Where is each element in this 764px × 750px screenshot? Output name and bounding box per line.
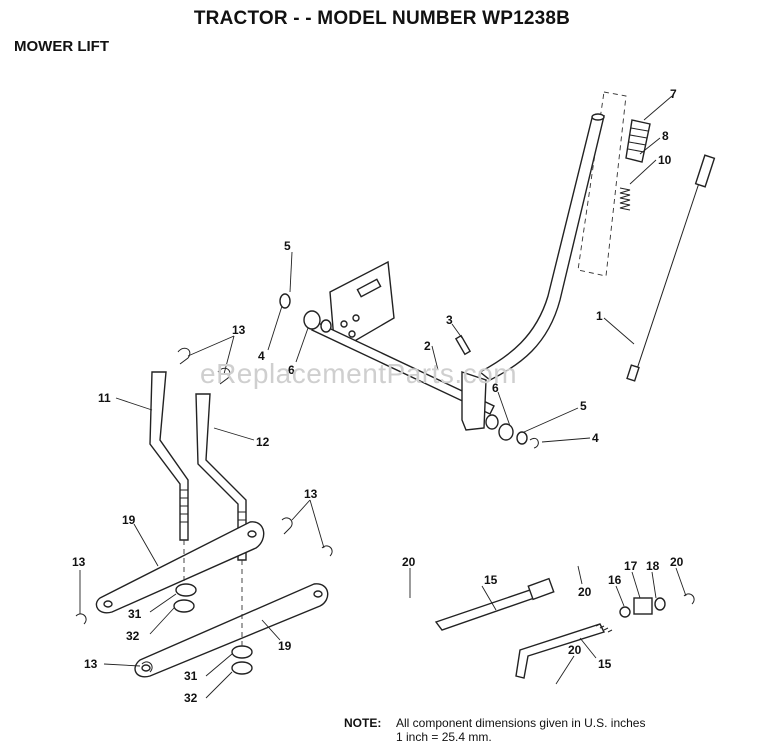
linkage-rod-upper [434, 587, 541, 631]
washer-32-lower [231, 661, 253, 675]
jam-nut-16 [619, 606, 631, 618]
page-title: TRACTOR - - MODEL NUMBER WP1238B [193, 8, 571, 29]
callout-13-left: 13 [72, 555, 86, 569]
callout-5-right: 5 [580, 399, 587, 413]
linkage-rod-lower [515, 623, 605, 679]
handle-grip [625, 119, 651, 163]
callout-13-lower: 13 [84, 657, 98, 671]
pin [454, 334, 472, 356]
callout-6: 6 [288, 363, 295, 377]
callout-5: 5 [284, 239, 291, 253]
callout-12: 12 [256, 435, 270, 449]
callout-11: 11 [98, 391, 111, 405]
spring [619, 187, 631, 211]
snap-ring-right [529, 437, 539, 449]
lift-link-left [149, 371, 189, 541]
trunnion-upper [527, 577, 555, 601]
callout-20-left: 20 [402, 555, 416, 569]
callout-2: 2 [424, 339, 431, 353]
callout-13-upper: 13 [232, 323, 246, 337]
callout-4: 4 [258, 349, 265, 363]
callout-1: 1 [596, 309, 603, 323]
section-subtitle: MOWER LIFT [14, 38, 109, 55]
note-line-1: All component dimensions given in U.S. i… [396, 716, 646, 730]
callout-18: 18 [646, 559, 660, 573]
callout-32-lower: 32 [184, 691, 198, 705]
bushing-left [303, 310, 321, 330]
callout-31-lower: 31 [184, 669, 198, 683]
callout-15-lower: 15 [598, 657, 612, 671]
callout-3: 3 [446, 313, 453, 327]
lift-arm-upper [95, 521, 265, 614]
hitch-pin-upper [177, 347, 191, 365]
nut-18 [654, 597, 666, 611]
callout-8: 8 [662, 129, 669, 143]
callout-32-upper: 32 [126, 629, 140, 643]
bushing-right [485, 414, 499, 430]
nut-31-lower [231, 645, 253, 659]
lift-arm-lower [134, 583, 329, 678]
callout-19-upper: 19 [122, 513, 136, 527]
callout-13-arm: 13 [304, 487, 318, 501]
callout-31-upper: 31 [128, 607, 142, 621]
note-line-2: 1 inch = 25.4 mm. [396, 730, 492, 744]
callout-20-lower: 20 [568, 643, 582, 657]
handle-clamp [461, 371, 487, 431]
lift-handle-end [591, 113, 605, 121]
snap-ring-left [279, 293, 291, 309]
callout-10: 10 [658, 153, 672, 167]
callout-7: 7 [670, 87, 677, 101]
grip-outline-dashed [577, 91, 627, 277]
note-label: NOTE: [344, 716, 382, 730]
dimension-note: NOTE: All component dimensions given in U… [344, 716, 645, 744]
callout-15-upper: 15 [484, 573, 498, 587]
callout-4-right: 4 [592, 431, 599, 445]
washer-right [516, 431, 528, 445]
callout-16: 16 [608, 573, 622, 587]
callout-6-right: 6 [492, 381, 499, 395]
washer-32-upper [173, 599, 195, 613]
callout-20-mid: 20 [578, 585, 592, 599]
lift-rod [633, 161, 707, 379]
callout-19-lower: 19 [278, 639, 292, 653]
lift-handle [478, 115, 605, 381]
callout-20-right: 20 [670, 555, 684, 569]
watermark: eReplacementParts.com [200, 358, 518, 389]
trunnion-17 [633, 597, 653, 615]
nut-31-upper [175, 583, 197, 597]
callout-17: 17 [624, 559, 638, 573]
lift-link-right [195, 393, 247, 561]
